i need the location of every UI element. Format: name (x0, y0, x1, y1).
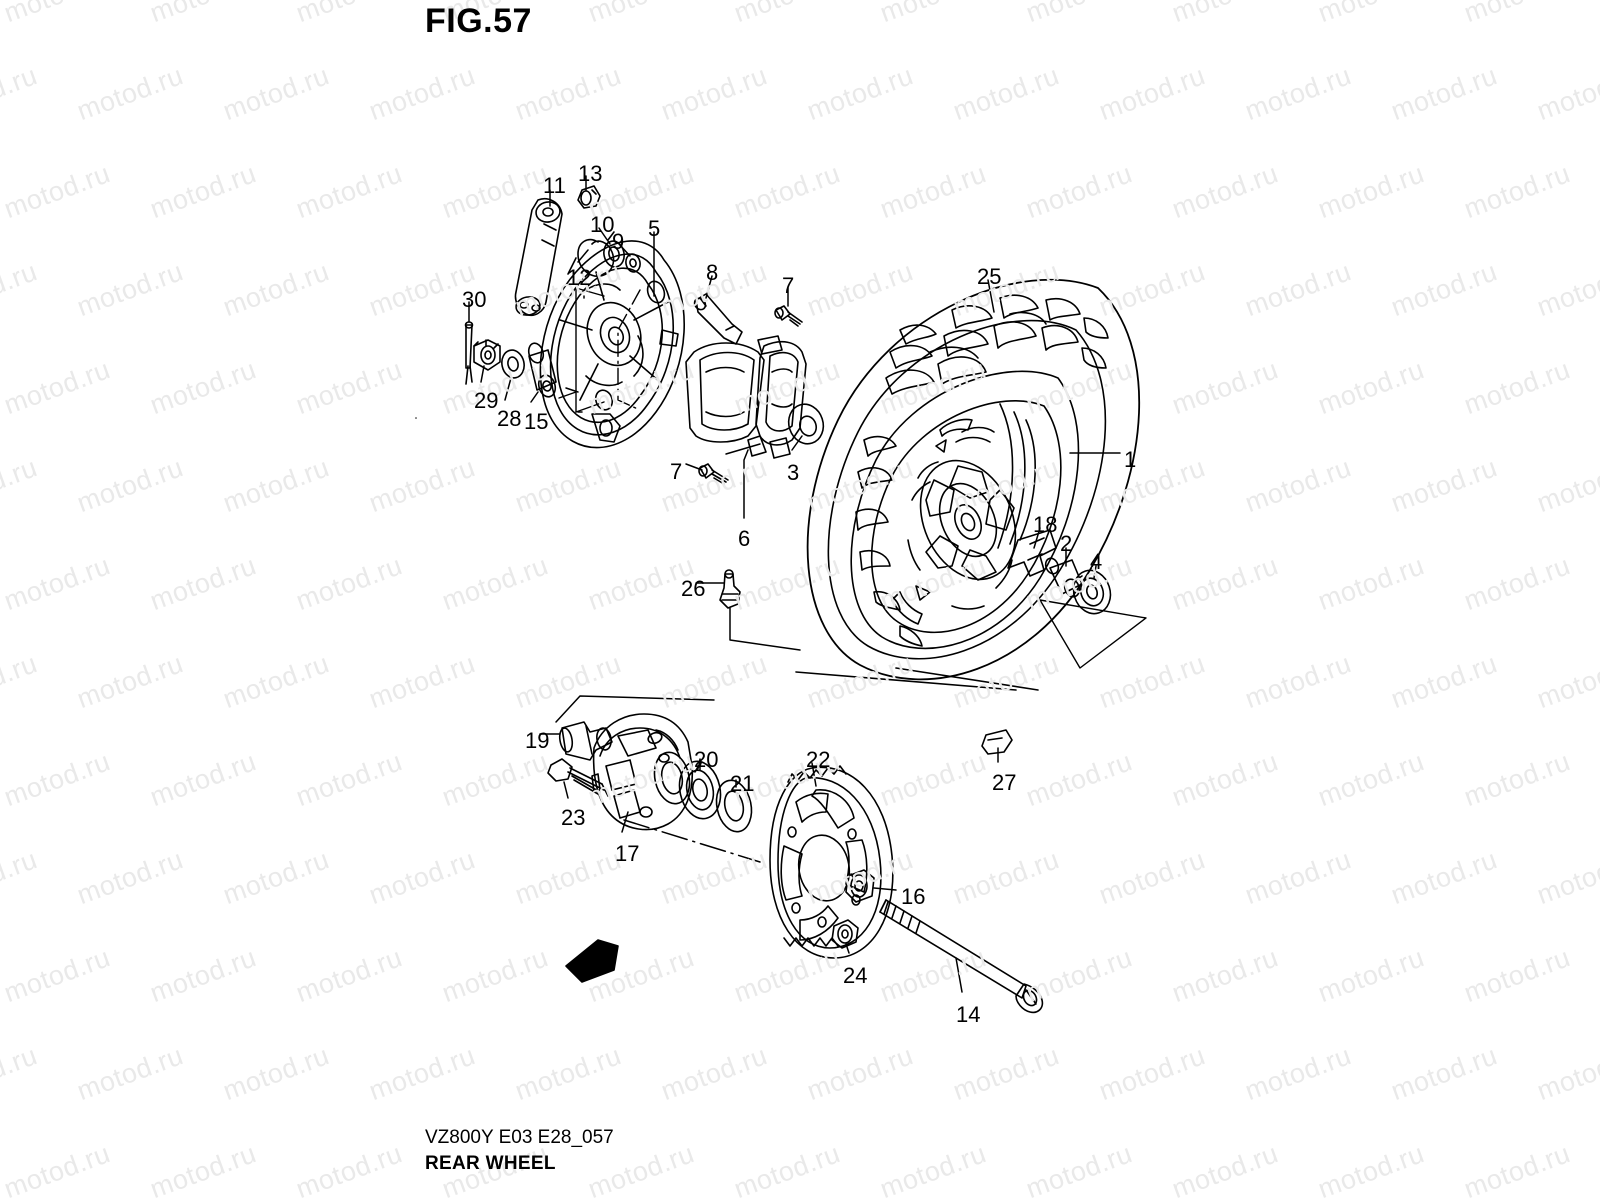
callout-21: 21 (730, 771, 755, 796)
callout-26: 26 (681, 576, 706, 601)
part-15-spacer (527, 342, 557, 398)
caption-model-code: VZ800Y E03 E28_057 (425, 1127, 614, 1148)
assembly-bracket-2 (617, 289, 641, 411)
callout-13: 13 (578, 161, 603, 186)
callout-7b: 7 (670, 459, 683, 484)
part-28-washer (501, 349, 525, 379)
assembly-bracket (558, 287, 605, 413)
callout-23: 23 (561, 805, 586, 830)
part-30-cotter-pin (464, 321, 474, 385)
part-12-spring (567, 231, 615, 278)
part-17-hub-housing (591, 713, 694, 831)
fwd-direction-arrow (565, 939, 619, 983)
part-3-brake-shoe-right (747, 335, 825, 459)
part-16-nut (845, 869, 875, 903)
callout-22: 22 (806, 747, 831, 772)
callout-10: 10 (590, 212, 615, 237)
callout-25: 25 (977, 264, 1002, 289)
part-24-nut (831, 919, 859, 949)
callout-20: 20 (694, 747, 719, 772)
callout-3: 3 (787, 460, 800, 485)
callout-4: 4 (1090, 549, 1103, 574)
leader-lines (415, 175, 1121, 993)
figure-caption: VZ800Y E03 E28_057 REAR WHEEL (425, 1125, 614, 1176)
callout-11: 11 (543, 173, 566, 198)
callout-12: 12 (567, 265, 592, 290)
part-21-oil-seal (715, 779, 753, 833)
callout-28: 28 (497, 406, 522, 431)
part-26-air-valve (719, 569, 741, 609)
callout-5: 5 (648, 216, 661, 241)
callout-2: 2 (1060, 531, 1073, 556)
part-18-spacer (1007, 529, 1057, 577)
part-7-screw-upper (774, 305, 803, 327)
part-29-castle-nut (473, 339, 501, 371)
part-7-screw-lower (698, 463, 729, 485)
figure-title: FIG.57 (425, 2, 532, 40)
rear-tire-and-wheel (795, 279, 1147, 691)
callout-27: 27 (992, 770, 1017, 795)
callout-9: 9 (612, 229, 625, 254)
part-11-brake-lever (514, 198, 563, 317)
callout-19: 19 (525, 728, 550, 753)
part-14-axle (879, 899, 1044, 1014)
part-6-brake-shoe-left (685, 342, 765, 443)
callout-7a: 7 (782, 273, 795, 298)
callout-16: 16 (901, 884, 926, 909)
callout-17: 17 (615, 841, 640, 866)
caption-assembly-name: REAR WHEEL (425, 1152, 556, 1174)
part-4-bearing (1072, 569, 1112, 615)
part-10-washer (603, 240, 625, 268)
callout-30: 30 (462, 287, 487, 312)
part-9-washer (625, 253, 641, 273)
part-13-nut (577, 185, 601, 209)
callout-6: 6 (738, 526, 751, 551)
part-27-balance-weight (981, 729, 1013, 755)
callout-14: 14 (956, 1002, 981, 1027)
part-22-rear-sprocket (769, 765, 894, 959)
callout-29: 29 (474, 388, 499, 413)
callout-1: 1 (1124, 447, 1137, 472)
part-8-cam-pin (693, 293, 743, 345)
callout-15: 15 (524, 409, 549, 434)
callout-8: 8 (706, 260, 719, 285)
callout-24: 24 (843, 963, 868, 988)
callout-18: 18 (1033, 512, 1058, 537)
